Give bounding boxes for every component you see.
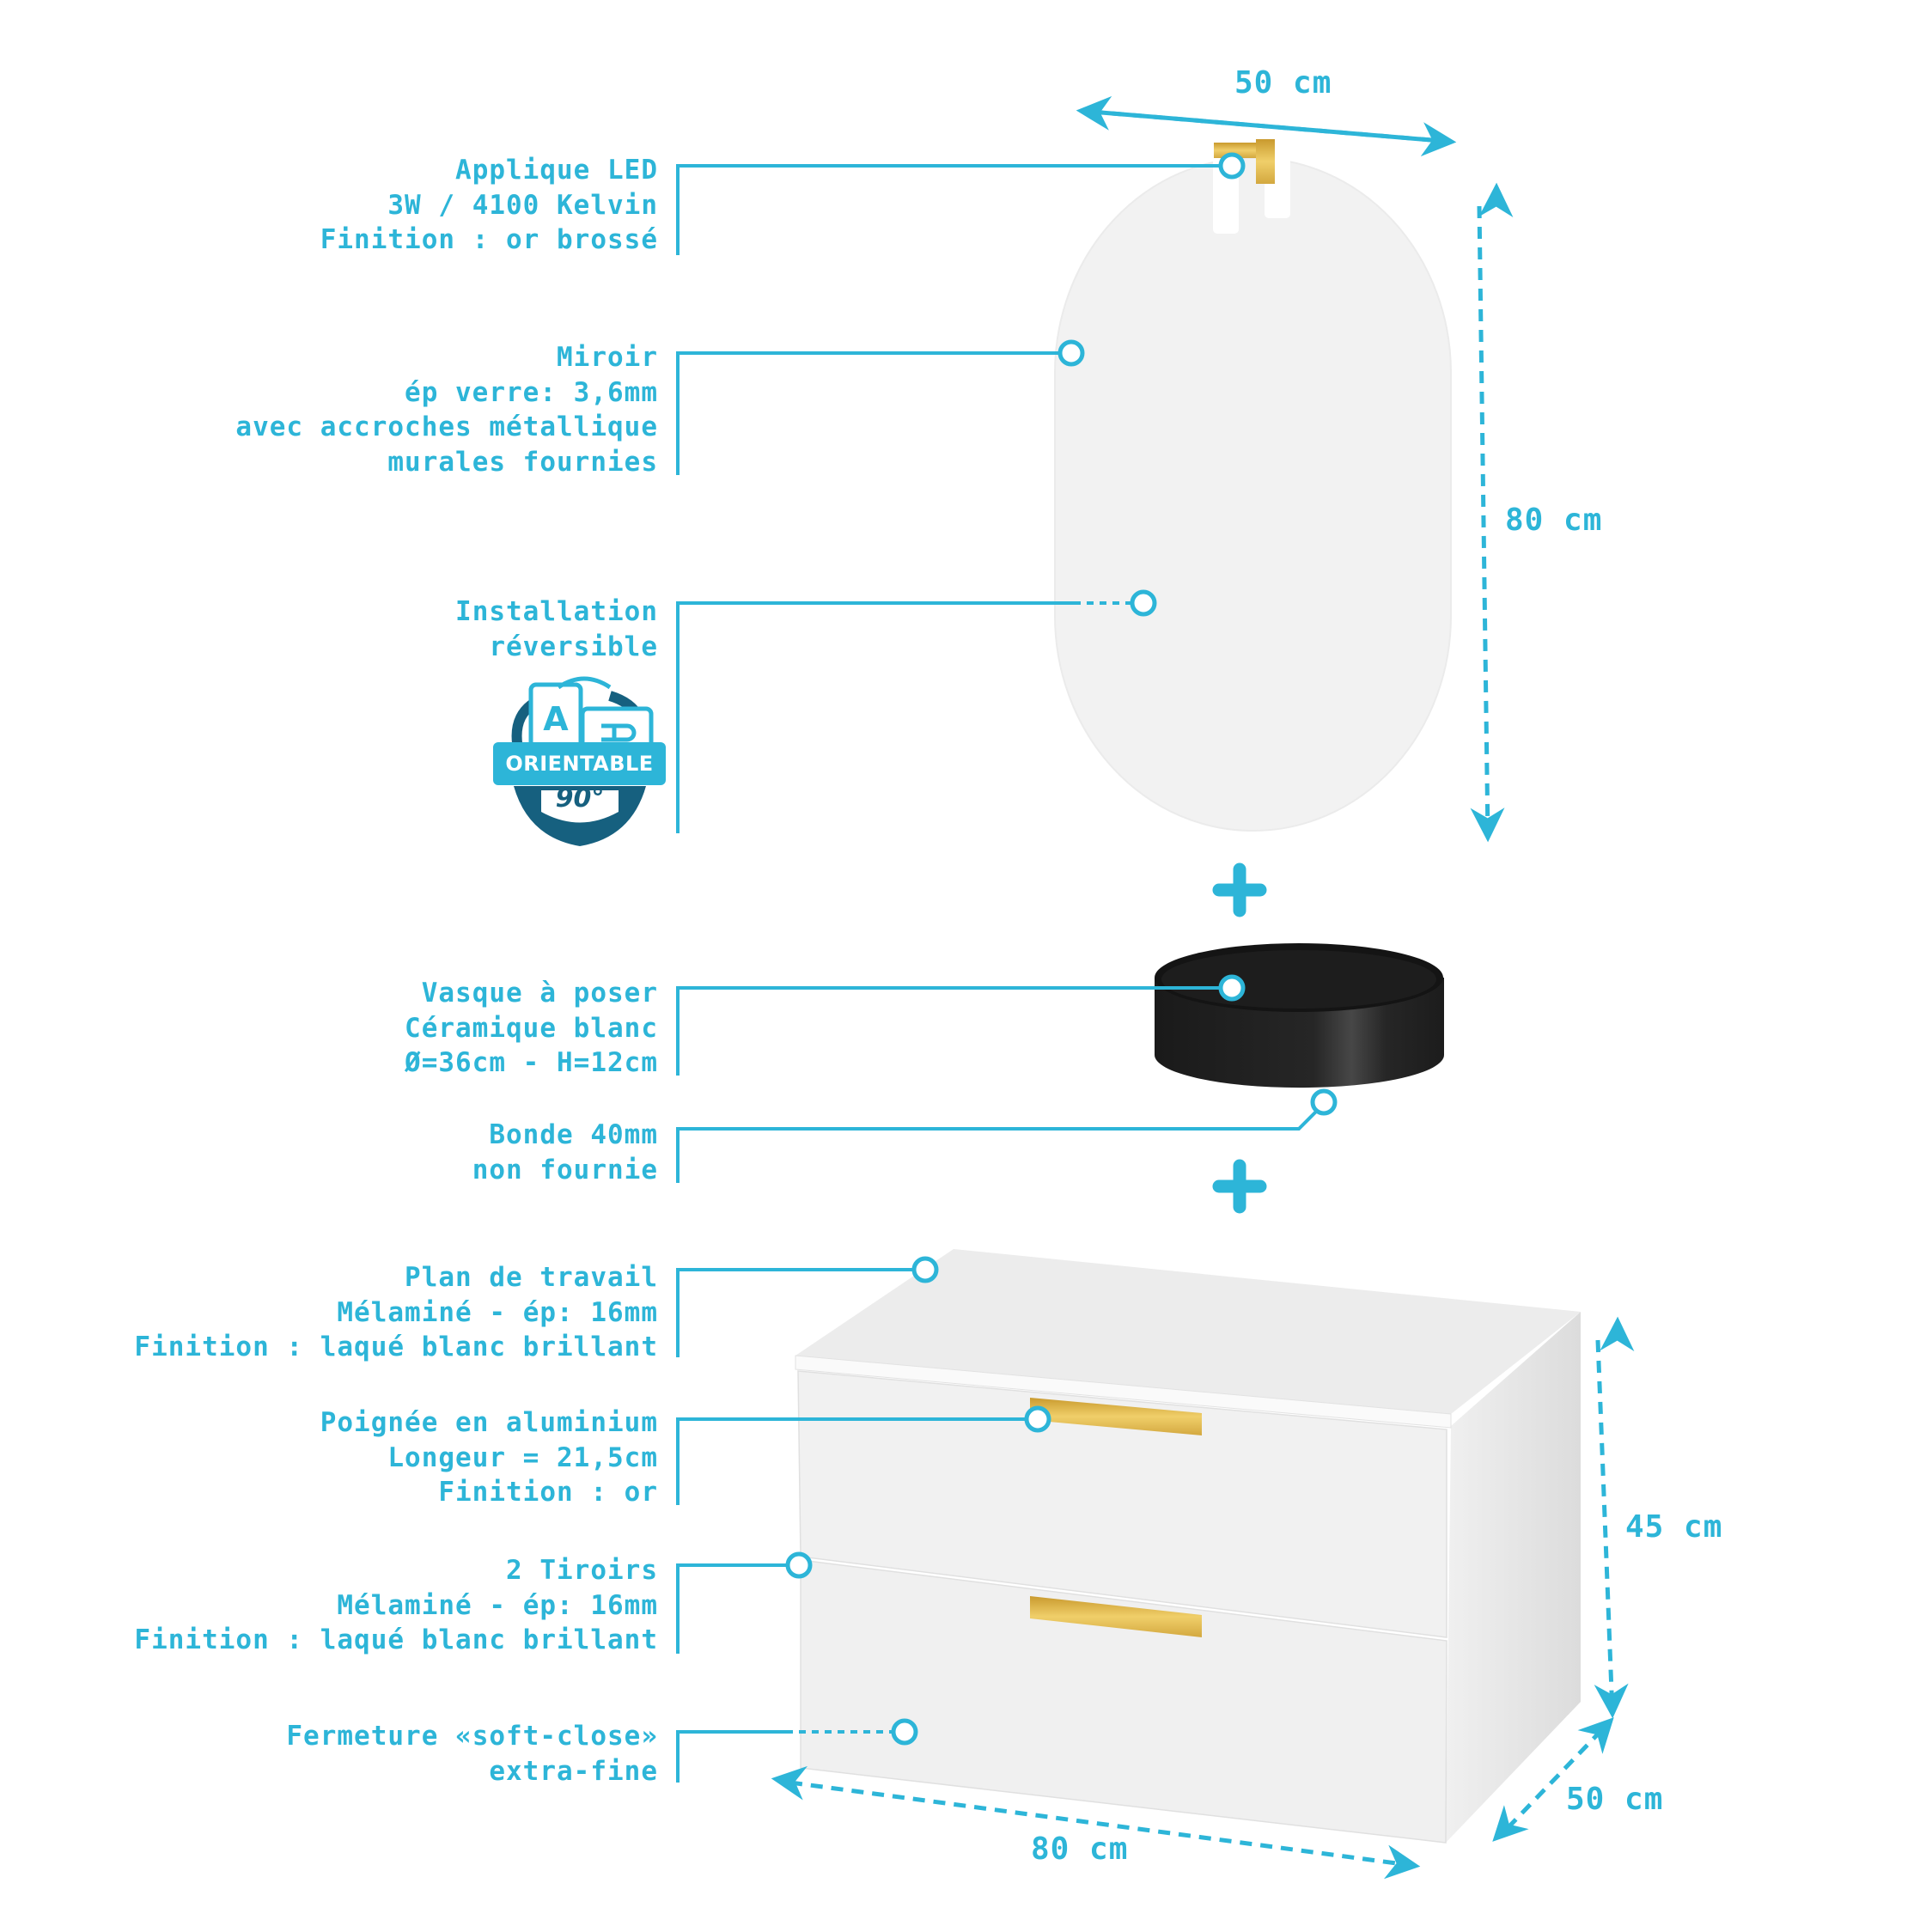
leader-installation — [676, 601, 1074, 833]
label-line: Installation — [455, 596, 658, 627]
sink-basin — [1155, 943, 1444, 1088]
orientable-badge: A ORIENTABLE 90° — [490, 674, 670, 855]
label-fermeture: Fermeture «soft-close» extra-fine — [286, 1719, 658, 1789]
label-line: non fournie — [472, 1154, 658, 1185]
callout-circle-icon[interactable] — [1218, 974, 1246, 1002]
mirror — [1054, 139, 1452, 832]
label-bonde: Bonde 40mm non fournie — [472, 1118, 658, 1187]
plus-icon — [1212, 1159, 1267, 1214]
dim-label-mirror-width: 50 cm — [1234, 65, 1332, 101]
label-line: Bonde 40mm — [489, 1119, 658, 1150]
label-plan: Plan de travail Mélaminé - ép: 16mm Fini… — [134, 1260, 658, 1365]
badge-text: ORIENTABLE — [505, 752, 654, 776]
label-line: 3W / 4100 Kelvin — [387, 189, 658, 221]
label-tiroirs: 2 Tiroirs Mélaminé - ép: 16mm Finition :… — [134, 1553, 658, 1658]
label-line: 2 Tiroirs — [506, 1555, 658, 1586]
label-line: Ø=36cm - H=12cm — [405, 1047, 658, 1078]
badge-letter: A — [543, 700, 569, 738]
label-line: Fermeture «soft-close» — [286, 1721, 658, 1752]
plus-icon — [1212, 862, 1267, 917]
label-line: Plan de travail — [405, 1262, 658, 1293]
callout-circle-icon[interactable] — [1218, 152, 1246, 180]
callout-circle-icon[interactable] — [1130, 589, 1157, 617]
leader-fermeture — [676, 1730, 786, 1783]
label-line: Applique LED — [455, 155, 658, 186]
label-line: ép verre: 3,6mm — [405, 376, 658, 408]
dim-cabinet-height — [1594, 1339, 1629, 1719]
callout-circle-icon[interactable] — [785, 1551, 813, 1579]
label-line: murales fournies — [387, 446, 658, 478]
mirror-glass — [1054, 157, 1452, 832]
label-line: avec accroches métallique — [235, 411, 658, 442]
handle-top — [1030, 1398, 1202, 1435]
rotate-badge-icon: A — [493, 676, 666, 846]
label-line: Poignée en aluminium — [320, 1407, 658, 1438]
label-poignee: Poignée en aluminium Longeur = 21,5cm Fi… — [320, 1405, 658, 1510]
callout-circle-icon[interactable] — [1057, 339, 1085, 367]
dim-mirror-height — [1470, 205, 1505, 843]
callout-circles — [785, 152, 1338, 1746]
dim-label-cabinet-height: 45 cm — [1625, 1509, 1723, 1545]
label-line: Finition : laqué blanc brillant — [134, 1624, 658, 1655]
leader-tiroirs — [676, 1563, 789, 1654]
dimension-arrows — [771, 95, 1635, 1880]
label-line: Finition : or brossé — [320, 224, 658, 255]
label-line: Finition : or — [438, 1477, 658, 1508]
label-line: Miroir — [557, 342, 658, 373]
label-line: Vasque à poser — [421, 978, 658, 1009]
leader-plan — [676, 1268, 915, 1357]
callout-circle-icon[interactable] — [891, 1718, 918, 1746]
dim-cabinet-width — [789, 1780, 1421, 1880]
countertop-edge — [795, 1355, 1452, 1429]
label-line: Finition : laqué blanc brillant — [134, 1332, 658, 1362]
cabinet-side — [1446, 1312, 1581, 1843]
dim-label-cabinet-depth: 50 cm — [1566, 1782, 1664, 1817]
dim-label-cabinet-width: 80 cm — [1031, 1831, 1129, 1867]
vanity-cabinet — [795, 1249, 1581, 1844]
callout-circle-icon[interactable] — [1310, 1088, 1338, 1116]
led-lamp-icon — [1214, 139, 1275, 184]
label-line: Mélaminé - ép: 16mm — [337, 1296, 658, 1328]
leader-bonde — [676, 1110, 1318, 1183]
label-line: extra-fine — [489, 1755, 658, 1787]
callout-circle-icon[interactable] — [1024, 1405, 1051, 1433]
badge-degrees: 90° — [555, 783, 605, 814]
callout-circle-icon[interactable] — [911, 1256, 939, 1283]
label-line: réversible — [489, 631, 658, 662]
drawer-top — [797, 1370, 1447, 1638]
label-line: Longeur = 21,5cm — [387, 1441, 658, 1473]
label-line: Mélaminé - ép: 16mm — [337, 1589, 658, 1621]
handle-bottom — [1030, 1596, 1202, 1637]
label-line: Céramique blanc — [405, 1012, 658, 1044]
leader-vasque — [676, 986, 1222, 1076]
leader-miroir — [676, 351, 1063, 475]
leader-lines — [676, 164, 1318, 1783]
label-vasque: Vasque à poser Céramique blanc Ø=36cm - … — [405, 976, 658, 1081]
label-installation: Installation réversible — [455, 594, 658, 664]
leader-applique — [676, 164, 1223, 255]
label-applique: Applique LED 3W / 4100 Kelvin Finition :… — [320, 153, 658, 258]
label-miroir: Miroir ép verre: 3,6mm avec accroches mé… — [235, 340, 658, 479]
leader-poignee — [676, 1417, 1027, 1505]
dim-label-mirror-height: 80 cm — [1505, 503, 1603, 538]
drawer-bottom — [800, 1559, 1447, 1844]
